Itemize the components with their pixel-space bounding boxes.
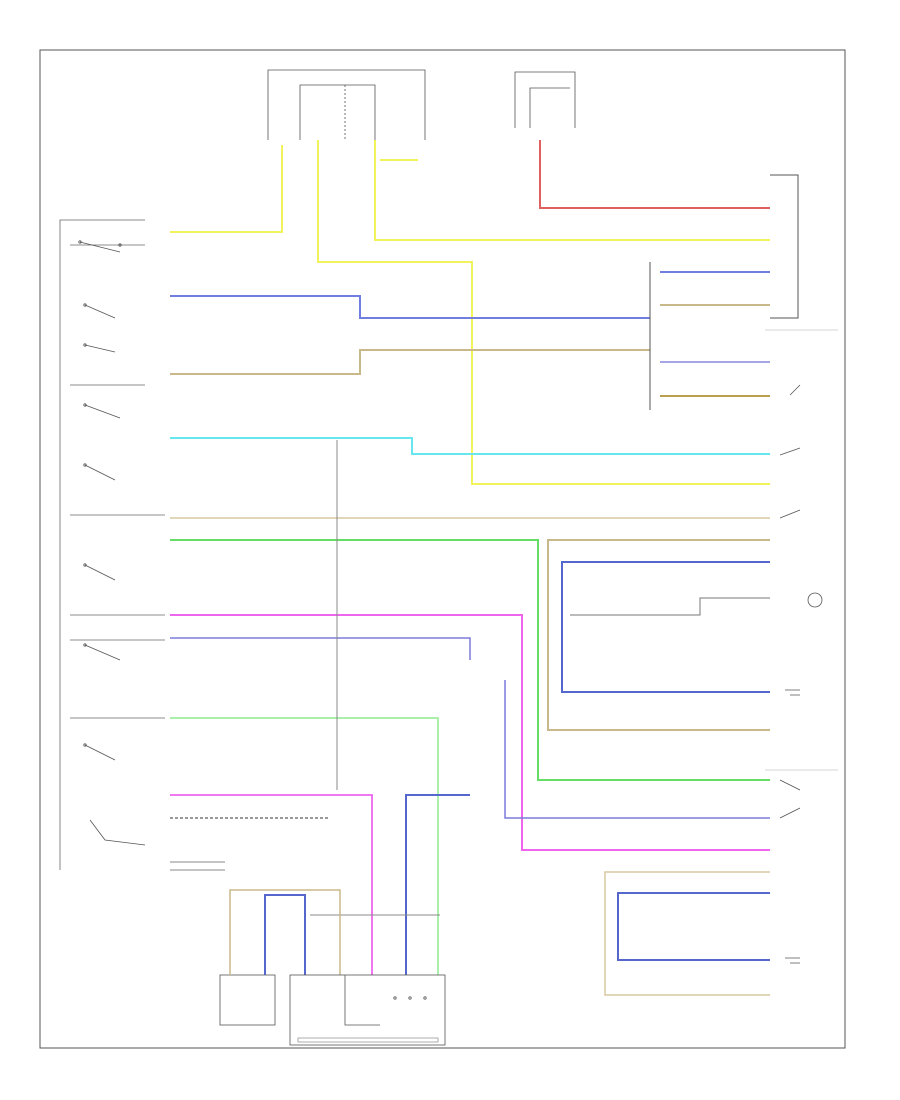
wire-blue-loop — [561, 561, 770, 693]
wire-yellow-top — [170, 140, 770, 241]
right-switch-contacts — [779, 384, 801, 819]
wire-green — [170, 539, 770, 781]
wire-tan-right — [547, 539, 770, 731]
switch-contacts — [78, 240, 146, 846]
door-lock-actuator — [785, 592, 823, 964]
connector-blocks — [765, 329, 838, 771]
wire-yellow-feed — [317, 140, 770, 485]
wire-blue-lower-right — [617, 892, 770, 961]
wire-blue-upper — [170, 271, 770, 319]
wire-pink-lower — [170, 794, 373, 975]
wire-light-green — [170, 717, 439, 975]
page-footer-strip — [297, 1037, 439, 1043]
window-switch-passenger — [289, 974, 446, 1046]
driver-window-switch-panel — [59, 219, 165, 870]
wire-cyan — [170, 437, 770, 455]
wire-gray-right — [570, 597, 770, 616]
wire-gray-vertical — [170, 440, 440, 916]
window-motor-passenger-rear — [219, 889, 341, 1026]
fuse-block-underhood — [267, 69, 426, 140]
wire-gray-right-vertical — [649, 174, 799, 410]
wire-pink — [170, 614, 770, 851]
wire-red — [539, 140, 770, 209]
diagram-border — [39, 49, 846, 1049]
wire-tan-lower-right — [604, 871, 770, 996]
fuse-block-ip — [514, 71, 576, 128]
wire-tan-upper — [170, 304, 770, 375]
wire-purple — [170, 637, 770, 819]
